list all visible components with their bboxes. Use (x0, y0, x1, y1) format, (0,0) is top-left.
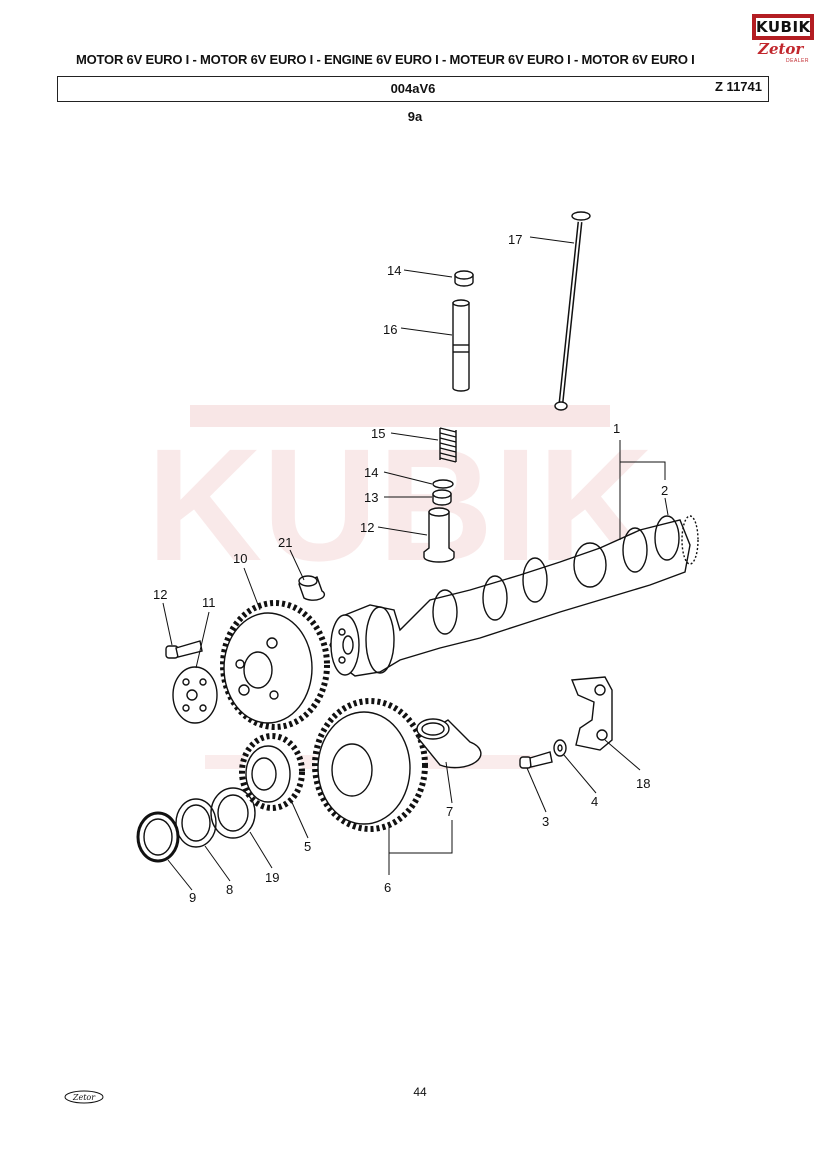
callout-21: 21 (278, 535, 292, 550)
callout-4: 4 (591, 794, 598, 809)
section-number: 9a (407, 109, 423, 124)
camshaft-1 (329, 515, 699, 677)
footer-logo-text: Zetor (72, 1093, 96, 1102)
callout-labels: 17 14 16 15 14 13 12 1 2 21 10 12 11 18 … (153, 232, 668, 905)
thrust-plate-19 (571, 676, 613, 751)
leader-lines (162, 236, 669, 891)
callout-13: 12 (360, 520, 374, 535)
callout-3: 3 (542, 814, 549, 829)
page-number: 44 (413, 1085, 427, 1099)
callout-5: 5 (304, 839, 311, 854)
spring-16 (439, 427, 457, 463)
tappet-guide-17 (452, 299, 470, 392)
small-gear-5 (239, 733, 305, 811)
circlip-15 (432, 479, 454, 489)
drawing-code: 004aV6 (390, 81, 436, 96)
brand-logo: KUBIK Zetor DEALER (752, 14, 818, 66)
callout-11: 11 (202, 595, 216, 610)
washer-8 (175, 798, 217, 848)
bolt-3 (519, 751, 553, 769)
valve-cap-14-bottom (432, 489, 452, 506)
kubik-logo: KUBIK (752, 14, 814, 40)
callout-9: 9 (189, 890, 196, 905)
callout-16: 15 (371, 426, 385, 441)
push-rod-18 (554, 211, 591, 411)
callout-2: 2 (661, 483, 668, 498)
callout-19: 18 (636, 776, 650, 791)
callout-10: 10 (233, 551, 247, 566)
code-bar: 004aV6 Z 11741 (57, 76, 769, 102)
dealer-text: DEALER (786, 58, 810, 64)
ring-9 (136, 811, 180, 863)
camshaft-gear-10 (220, 600, 330, 730)
callout-14-top: 14 (387, 263, 401, 278)
callout-20: 19 (265, 870, 279, 885)
washer-4 (553, 739, 567, 757)
tappet-13 (423, 507, 455, 563)
valve-cap-14-top (454, 270, 474, 287)
bush-7 (416, 718, 482, 769)
kubik-logo-text: KUBIK (756, 18, 811, 36)
callout-14-bottom: 13 (364, 490, 378, 505)
reference-number: Z 11741 (715, 79, 762, 94)
intermediate-gear-6 (312, 698, 428, 832)
callout-17: 16 (383, 322, 397, 337)
callout-15: 14 (364, 465, 378, 480)
callout-8: 8 (226, 882, 233, 897)
callout-6: 6 (384, 880, 391, 895)
callout-7: 7 (446, 804, 453, 819)
page-title: MOTOR 6V EURO I - MOTOR 6V EURO I - ENGI… (76, 52, 695, 67)
bolt-12 (165, 640, 203, 659)
flange-11 (172, 666, 218, 724)
washer-20 (210, 787, 256, 839)
footer-zetor-logo: Zetor (64, 1090, 104, 1104)
zetor-logo-text: Zetor (758, 40, 804, 58)
callout-12: 12 (153, 587, 167, 602)
callout-18: 17 (508, 232, 522, 247)
callout-1: 1 (613, 421, 620, 436)
